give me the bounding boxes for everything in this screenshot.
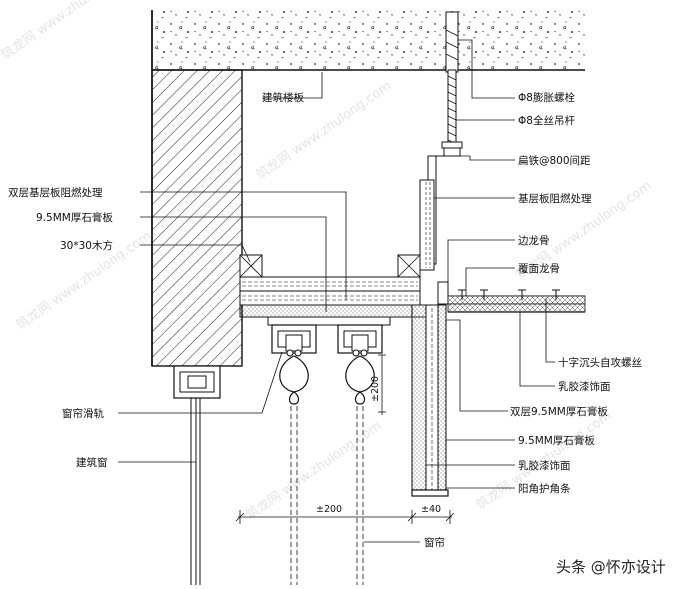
screw-heads: [458, 289, 560, 300]
label-threaded-rod: Φ8全丝吊杆: [518, 114, 575, 127]
vertical-base-board: [419, 179, 435, 271]
label-corner-guard: 阳角护角条: [518, 482, 571, 495]
watermark-text-1: 筑龙网 www.zhulong.com: [0, 0, 139, 63]
label-building-window: 建筑窗: [76, 456, 108, 469]
label-double-base-fireproof: 双层基层板阻燃处理: [8, 186, 103, 199]
label-expansion-bolt: Φ8膨胀螺栓: [518, 91, 575, 104]
label-gypsum-left: 9.5MM厚石膏板: [36, 211, 113, 224]
wood-batten-right: [397, 254, 421, 278]
dimension-vertical: [378, 354, 386, 415]
label-latex-paint-2: 乳胶漆饰面: [518, 459, 571, 472]
label-gypsum-right: 9.5MM厚石膏板: [518, 434, 595, 447]
dim-horizontal-main: ±200: [316, 504, 342, 515]
label-floor-slab: 建筑楼板: [262, 91, 304, 104]
label-base-fireproof: 基层板阻燃处理: [518, 192, 592, 205]
label-cross-screw: 十字沉头自攻螺丝: [558, 356, 642, 369]
label-curtain-rail: 窗帘滑轨: [62, 407, 104, 420]
label-curtain: 窗帘: [424, 536, 445, 549]
leader-lines: [118, 39, 555, 543]
dim-horizontal-small: ±40: [421, 504, 441, 515]
soffit-drop: [411, 304, 449, 497]
label-latex-paint-1: 乳胶漆饰面: [558, 380, 611, 393]
label-edge-keel: 边龙骨: [518, 234, 550, 247]
curtains: [290, 406, 364, 585]
curtain-rail-assembly: [267, 316, 391, 405]
credit-text: 头条 @怀亦设计: [556, 558, 666, 576]
dimension-horizontal: [235, 510, 455, 524]
label-cover-keel: 覆面龙骨: [518, 262, 560, 275]
dim-vertical-text: ±200: [370, 376, 381, 402]
label-flat-iron: 扁铁@800间距: [518, 154, 591, 167]
hatched-beam: [151, 10, 243, 367]
wood-batten-left: [239, 254, 263, 278]
double-layer-base-boards: [239, 276, 427, 318]
label-double-gypsum: 双层9.5MM厚石膏板: [510, 405, 608, 418]
building-window: [173, 365, 221, 585]
label-wood-3030: 30*30木方: [60, 239, 113, 252]
main-ceiling: [437, 281, 586, 313]
concrete-floor-slab: [151, 10, 585, 71]
